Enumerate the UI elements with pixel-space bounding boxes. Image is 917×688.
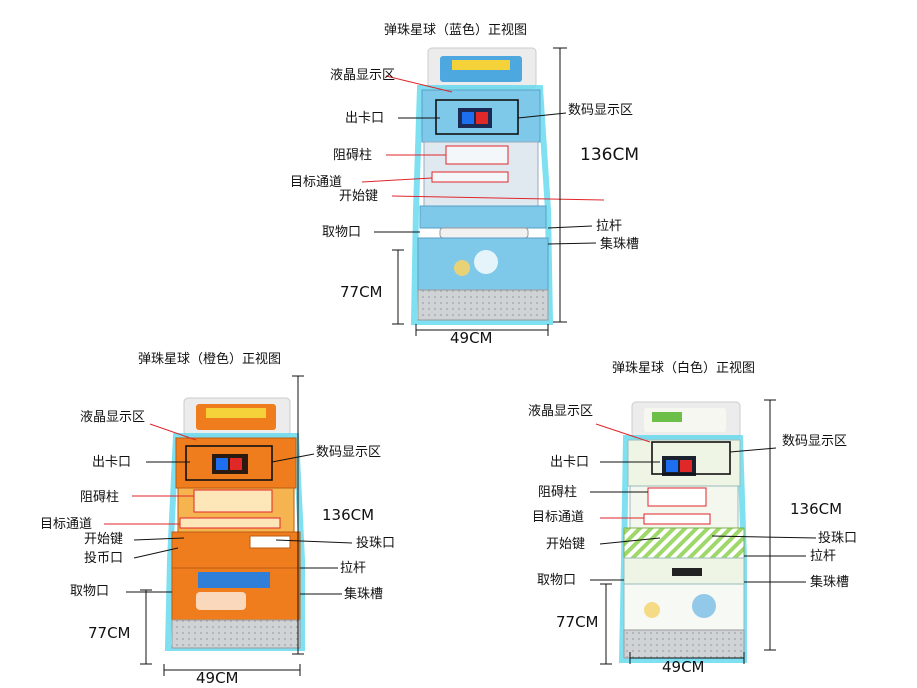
orange-label-pull-rod: 拉杆 — [340, 561, 367, 576]
orange-label-ball-slot: 投珠口 — [356, 536, 396, 551]
orange-label-pickup: 取物口 — [70, 584, 110, 599]
blue-label-pull-rod: 拉杆 — [596, 219, 623, 234]
white-callouts — [590, 399, 817, 665]
orange-callouts — [104, 375, 353, 676]
white-label-lcd: 液晶显示区 — [528, 404, 594, 419]
blue-dim-height-total: 136CM — [580, 145, 639, 165]
orange-label-coin-slot: 投币口 — [84, 551, 124, 566]
blue-title: 弹珠星球（蓝色）正视图 — [384, 23, 528, 38]
white-label-ball-tray: 集珠槽 — [810, 575, 850, 590]
white-label-digital-display: 数码显示区 — [782, 434, 848, 449]
white-label-card-slot: 出卡口 — [550, 455, 590, 470]
blue-label-lcd: 液晶显示区 — [330, 68, 396, 83]
orange-label-lcd: 液晶显示区 — [80, 410, 146, 425]
orange-title: 弹珠星球（橙色）正视图 — [138, 352, 282, 367]
white-dim-width: 49CM — [662, 658, 705, 676]
white-label-start-key: 开始键 — [546, 537, 586, 552]
orange-label-start-key: 开始键 — [84, 532, 124, 547]
orange-cabinet — [164, 397, 305, 651]
white-label-pull-rod: 拉杆 — [810, 549, 837, 564]
blue-label-target-channel: 目标通道 — [290, 175, 343, 190]
white-label-obstacle: 阻碍柱 — [538, 485, 578, 500]
orange-dim-width: 49CM — [196, 669, 239, 687]
white-dim-height-lower: 77CM — [556, 613, 599, 631]
blue-label-start-key: 开始键 — [339, 189, 379, 204]
orange-label-obstacle: 阻碍柱 — [80, 490, 120, 505]
white-label-ball-slot: 投珠口 — [818, 531, 858, 546]
white-label-pickup: 取物口 — [537, 573, 577, 588]
orange-label-ball-tray: 集珠槽 — [344, 587, 384, 602]
blue-label-ball-tray: 集珠槽 — [600, 237, 640, 252]
orange-label-digital-display: 数码显示区 — [316, 445, 382, 460]
blue-label-card-slot: 出卡口 — [345, 111, 385, 126]
white-label-target-channel: 目标通道 — [532, 510, 585, 525]
blue-dim-width: 49CM — [450, 329, 493, 347]
orange-label-target-channel: 目标通道 — [40, 517, 93, 532]
blue-label-obstacle: 阻碍柱 — [333, 148, 373, 163]
blue-label-pickup: 取物口 — [322, 225, 362, 240]
blue-label-digital-display: 数码显示区 — [568, 103, 634, 118]
blue-callouts — [361, 47, 605, 336]
orange-dim-height-lower: 77CM — [88, 624, 131, 642]
blue-cabinet — [410, 47, 554, 325]
orange-dim-height-total: 136CM — [322, 506, 375, 524]
orange-label-card-slot: 出卡口 — [92, 455, 132, 470]
white-cabinet — [618, 401, 747, 663]
white-dim-height-total: 136CM — [790, 500, 843, 518]
blue-dim-height-lower: 77CM — [340, 283, 383, 301]
white-title: 弹珠星球（白色）正视图 — [612, 361, 756, 376]
